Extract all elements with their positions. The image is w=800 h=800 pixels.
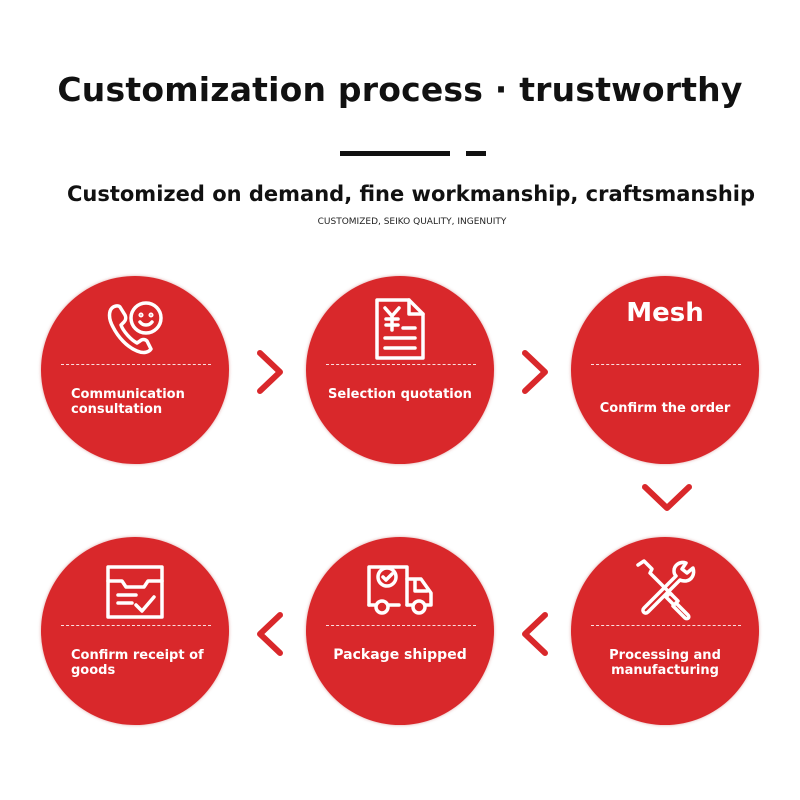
yen-document-icon — [365, 294, 435, 364]
phone-smile-icon — [100, 294, 170, 364]
title-underline-short — [466, 151, 486, 156]
page-tagline: CUSTOMIZED, SEIKO QUALITY, INGENUITY — [317, 217, 507, 227]
step-icon-text: Mesh — [626, 298, 704, 328]
step-label: Package shipped — [333, 647, 467, 663]
page-title: Customization process · trustworthy — [57, 70, 743, 109]
step-label: Confirm receipt of goods — [71, 648, 204, 678]
inbox-check-icon — [100, 555, 170, 625]
title-underline-long — [340, 151, 450, 156]
chevron-down-icon — [637, 477, 697, 517]
step-divider — [326, 364, 476, 365]
delivery-truck-icon — [365, 555, 435, 625]
chevron-left-icon — [515, 609, 555, 659]
chevron-left-icon — [250, 609, 290, 659]
step-confirm-receipt: Confirm receipt of goods — [41, 537, 229, 725]
step-label: Selection quotation — [328, 387, 472, 402]
step-processing-manufacturing: Processing and manufacturing — [571, 537, 759, 725]
page-subtitle: Customized on demand, fine workmanship, … — [66, 182, 756, 206]
step-selection-quotation: Selection quotation — [306, 276, 494, 464]
step-label: Confirm the order — [599, 401, 731, 416]
step-communication-consultation: Communication consultation — [41, 276, 229, 464]
step-divider — [326, 625, 476, 626]
step-divider — [591, 364, 741, 365]
wrench-screwdriver-icon — [630, 555, 700, 625]
step-confirm-order: Mesh Confirm the order — [571, 276, 759, 464]
chevron-right-icon — [515, 347, 555, 397]
step-divider — [61, 364, 211, 365]
step-divider — [61, 625, 211, 626]
step-divider — [591, 625, 741, 626]
step-label: Processing and manufacturing — [609, 648, 721, 678]
step-label: Communication consultation — [71, 387, 185, 417]
step-package-shipped: Package shipped — [306, 537, 494, 725]
chevron-right-icon — [250, 347, 290, 397]
